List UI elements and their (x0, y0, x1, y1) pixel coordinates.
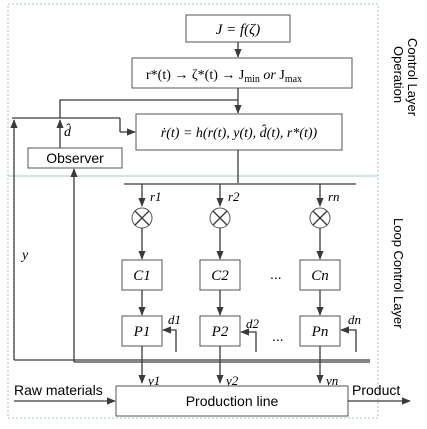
operation-layer-frame (7, 3, 379, 177)
observer-label: Observer (46, 150, 104, 166)
process-n-box (299, 315, 341, 347)
product-label: Product (352, 382, 400, 398)
disturbance-2-label: d2 (246, 316, 260, 331)
controller-1-label: C1 (133, 268, 151, 284)
reference-n-label: rn (328, 189, 340, 204)
reference-1-label: r1 (150, 189, 162, 204)
production-line-box (115, 385, 349, 417)
controller-n-label: Cn (311, 268, 329, 284)
loop-column-1: r1 C1 P1 d1 y1 (121, 184, 181, 388)
process-2-box (199, 315, 241, 347)
controller-2-box (199, 259, 241, 291)
objective-text: J = f(ζ) (216, 22, 261, 38)
operation-layer-label-line2: Control Layer (405, 38, 420, 117)
reference-2-label: r2 (228, 189, 240, 204)
dynamics-box (135, 113, 343, 151)
y-label: y (20, 248, 29, 263)
controller-2-label: C2 (211, 268, 229, 284)
loop-layer-label: Loop Control Layer (391, 218, 406, 329)
loop-layer-frame (7, 175, 379, 419)
observer-box (27, 147, 123, 169)
production-line-label: Production line (186, 393, 279, 409)
optimization-box (131, 57, 353, 89)
output-n-label: yn (324, 373, 338, 388)
loop-column-2: r2 C2 P2 d2 y2 (199, 184, 260, 388)
optimization-text: r*(t) → ζ*(t) → Jmin or Jmax (146, 68, 302, 85)
controller-ellipsis: ... (270, 266, 282, 282)
operation-layer-label-line1: Operation (391, 46, 406, 103)
process-2-label: P2 (211, 324, 229, 340)
objective-box (185, 14, 291, 43)
process-ellipsis: ... (272, 328, 284, 344)
dynamics-text: ṙ(t) = h(r(t), y(t), d̂(t), r*(t)) (161, 124, 318, 141)
loop-column-n: rn Cn Pn dn yn (299, 184, 361, 388)
process-1-label: P1 (133, 324, 151, 340)
output-2-label: y2 (224, 373, 239, 388)
disturbance-n-label: dn (348, 312, 361, 327)
feedback-to-dynamics-line (59, 99, 238, 118)
dhat-label: d̂ (64, 123, 72, 140)
process-n-label: Pn (311, 324, 329, 340)
controller-n-box (299, 259, 341, 291)
disturbance-1-label: d1 (168, 312, 181, 327)
output-1-label: y1 (146, 373, 160, 388)
raw-materials-label: Raw materials (14, 382, 103, 398)
controller-1-box (121, 259, 163, 291)
